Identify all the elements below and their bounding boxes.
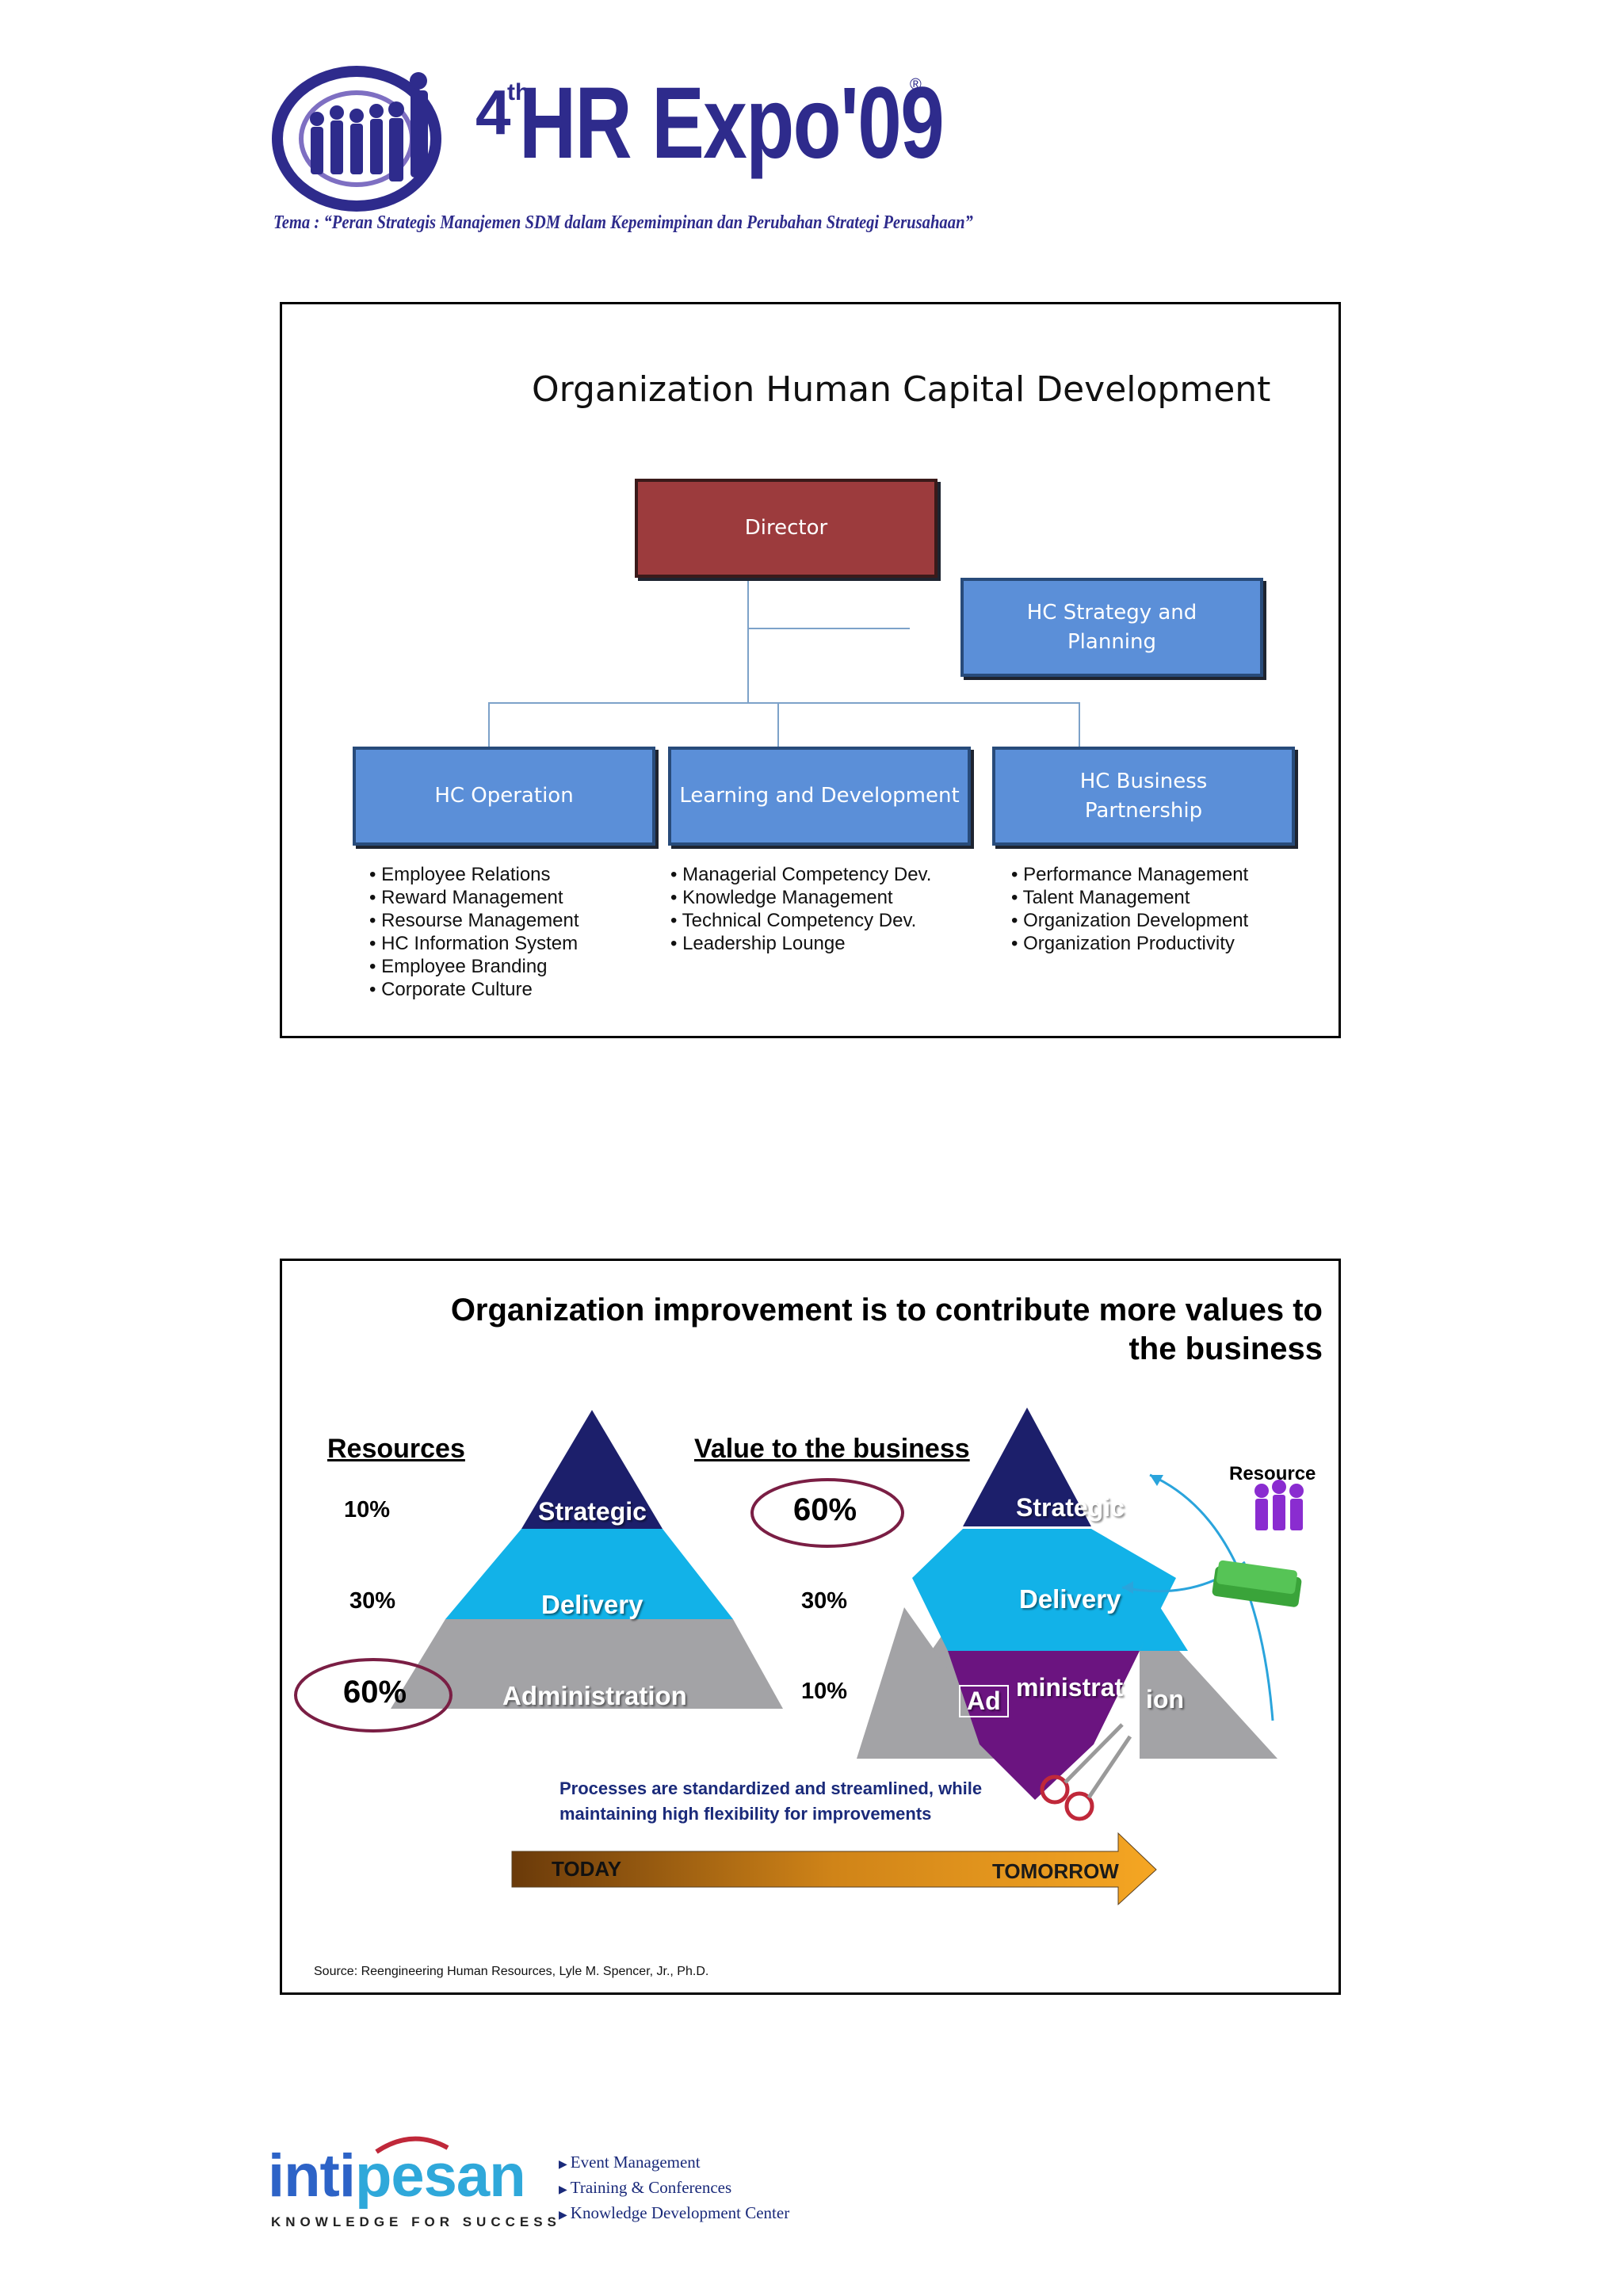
list-item: • Corporate Culture	[369, 978, 579, 1001]
resources-pct-administration: 60%	[343, 1675, 407, 1710]
right-admin-right-label: ion	[1146, 1685, 1184, 1714]
brand-name-part1: inti	[268, 2142, 355, 2210]
value-label: Value to the business	[694, 1434, 970, 1465]
connector-strategy	[747, 628, 910, 629]
event-title: HR Expo'09	[519, 65, 943, 181]
left-strategic-label: Strategic	[538, 1497, 647, 1526]
process-note: Processes are standardized and streamlin…	[559, 1776, 982, 1827]
connector-partnership	[1079, 702, 1080, 747]
list-item: • Reward Management	[369, 886, 579, 909]
hc-business-partnership-box: HC Business Partnership	[992, 747, 1295, 846]
bullet-arrow-icon: ▶	[559, 2159, 567, 2171]
value-pct-delivery: 30%	[801, 1588, 847, 1614]
right-strategic-label: Strategic	[1016, 1493, 1125, 1522]
source-citation: Source: Reengineering Human Resources, L…	[314, 1965, 708, 1979]
process-note-line1: Processes are standardized and streamlin…	[559, 1776, 982, 1801]
resources-pct-strategic: 10%	[344, 1497, 390, 1523]
edition-number: 4	[475, 76, 511, 149]
event-theme: Tema : “Peran Strategis Manajemen SDM da…	[273, 212, 973, 234]
arrow-tomorrow-label: TOMORROW	[992, 1859, 1119, 1884]
brand-swoosh-icon	[372, 2132, 452, 2156]
right-delivery-label: Delivery	[1019, 1584, 1121, 1614]
slide-org-chart: Organization Human Capital Development D…	[280, 302, 1341, 1038]
list-item: • Organization Development	[1011, 909, 1248, 932]
registered-mark: ®	[910, 76, 922, 94]
bullet-arrow-icon: ▶	[559, 2184, 567, 2196]
learning-development-list: • Managerial Competency Dev. • Knowledge…	[670, 863, 931, 955]
process-note-line2: maintaining high flexibility for improve…	[559, 1801, 982, 1827]
value-pct-administration: 10%	[801, 1679, 847, 1705]
list-item: • HC Information System	[369, 932, 579, 955]
left-administration-label: Administration	[502, 1681, 687, 1711]
list-item: • Talent Management	[1011, 886, 1248, 909]
list-item: • Leadership Lounge	[670, 932, 931, 955]
bullet-arrow-icon: ▶	[559, 2210, 567, 2222]
people-icon	[1254, 1480, 1304, 1530]
connector-director-down	[747, 578, 749, 703]
hc-strategy-box: HC Strategy and Planning	[960, 578, 1263, 677]
resource-icon-label: Resource	[1229, 1463, 1316, 1485]
list-item: • Employee Branding	[369, 955, 579, 978]
brand-tagline: KNOWLEDGE FOR SUCCESS	[271, 2214, 561, 2230]
list-item: • Resourse Management	[369, 909, 579, 932]
hc-operation-list: • Employee Relations • Reward Management…	[369, 863, 579, 1001]
resources-pct-delivery: 30%	[349, 1588, 395, 1614]
connector-operation	[488, 702, 490, 747]
arrow-today-label: TODAY	[552, 1857, 621, 1881]
right-admin-left-label: Ad	[959, 1685, 1009, 1717]
list-item: • Employee Relations	[369, 863, 579, 886]
service-item: ▶Knowledge Development Center	[559, 2202, 789, 2227]
hc-business-partnership-list: • Performance Management • Talent Manage…	[1011, 863, 1248, 955]
list-item: • Organization Productivity	[1011, 932, 1248, 955]
list-item: • Technical Competency Dev.	[670, 909, 931, 932]
money-icon	[1212, 1560, 1302, 1607]
connector-horizontal	[488, 702, 1079, 704]
connector-learning	[777, 702, 779, 747]
slide-pyramid: Organization improvement is to contribut…	[280, 1259, 1341, 1995]
service-item: ▶Event Management	[559, 2151, 789, 2176]
slide1-title: Organization Human Capital Development	[532, 369, 1270, 410]
right-admin-center-label: ministrat	[1016, 1673, 1123, 1702]
services-list: ▶Event Management ▶Training & Conference…	[559, 2151, 789, 2227]
resources-label: Resources	[327, 1434, 465, 1465]
hc-operation-box: HC Operation	[353, 747, 655, 846]
learning-development-box: Learning and Development	[668, 747, 971, 846]
pyramid-graphics	[282, 1261, 1338, 1992]
value-pct-strategic: 60%	[793, 1492, 857, 1528]
service-item: ▶Training & Conferences	[559, 2176, 789, 2202]
left-delivery-label: Delivery	[541, 1590, 643, 1620]
list-item: • Performance Management	[1011, 863, 1248, 886]
list-item: • Knowledge Management	[670, 886, 931, 909]
list-item: • Managerial Competency Dev.	[670, 863, 931, 886]
director-box: Director	[635, 479, 938, 578]
